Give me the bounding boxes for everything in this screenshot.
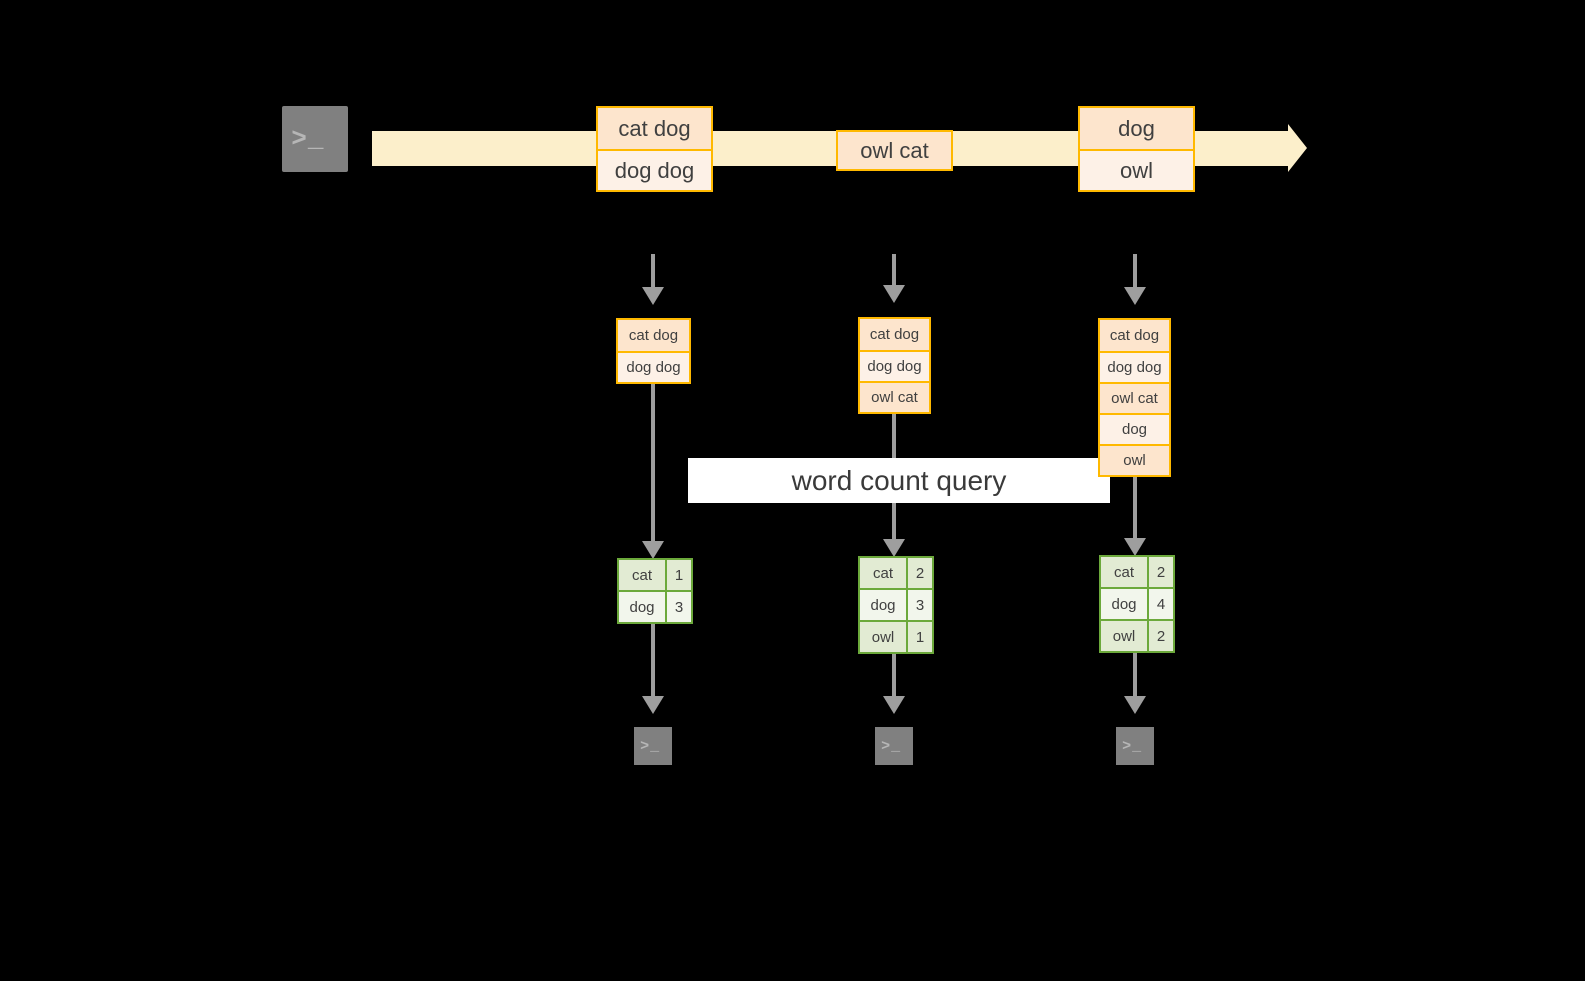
result-count: 2 — [906, 558, 932, 588]
table-row: cat 1 — [619, 560, 691, 590]
stream-to-state-connector-1 — [651, 254, 655, 287]
result-count: 3 — [906, 590, 932, 620]
event-cell: cat dog — [598, 108, 711, 149]
terminal-prompt-glyph: >_ — [1122, 737, 1143, 755]
result-word: dog — [619, 592, 665, 622]
state-row: cat dog — [1100, 320, 1169, 351]
state-row: owl — [1100, 444, 1169, 475]
result-to-sink-arrowhead-1 — [642, 696, 664, 714]
result-count: 4 — [1147, 589, 1173, 619]
stream-to-state-connector-2 — [892, 254, 896, 285]
state-to-result-connector-3 — [1133, 477, 1137, 551]
event-cell: dog dog — [598, 149, 711, 190]
state-to-result-connector-1 — [651, 384, 655, 552]
result-word: dog — [1101, 589, 1147, 619]
result-count: 1 — [665, 560, 691, 590]
result-to-sink-connector-2 — [892, 652, 896, 708]
sink-terminal-icon-3: >_ — [1108, 719, 1162, 773]
result-count: 3 — [665, 592, 691, 622]
terminal-prompt-glyph: >_ — [291, 124, 325, 154]
result-table-2: cat 2 dog 3 owl 1 — [858, 556, 934, 654]
table-row: owl 2 — [1101, 619, 1173, 651]
table-row: owl 1 — [860, 620, 932, 652]
result-word: owl — [1101, 621, 1147, 651]
result-word: cat — [619, 560, 665, 590]
state-table-3: cat dog dog dog owl cat dog owl — [1098, 318, 1171, 477]
state-table-1: cat dog dog dog — [616, 318, 691, 384]
state-row: owl cat — [1100, 382, 1169, 413]
terminal-prompt-glyph: >_ — [881, 737, 902, 755]
sink-terminal-icon-2: >_ — [867, 719, 921, 773]
result-word: dog — [860, 590, 906, 620]
result-count: 2 — [1147, 621, 1173, 651]
table-row: dog 3 — [860, 588, 932, 620]
result-word: cat — [1101, 557, 1147, 587]
state-row: dog dog — [618, 351, 689, 382]
query-label-banner: word count query — [688, 458, 1110, 503]
state-to-result-arrowhead-1 — [642, 541, 664, 559]
result-count: 2 — [1147, 557, 1173, 587]
event-cell: owl cat — [838, 132, 951, 169]
stream-to-state-arrowhead-3 — [1124, 287, 1146, 305]
result-table-1: cat 1 dog 3 — [617, 558, 693, 624]
stream-arrowhead — [1288, 124, 1307, 172]
state-row: dog dog — [1100, 351, 1169, 382]
event-group-1: cat dog dog dog — [596, 106, 713, 192]
state-row: dog dog — [860, 350, 929, 381]
event-group-2: owl cat — [836, 130, 953, 171]
result-to-sink-connector-1 — [651, 622, 655, 706]
result-word: cat — [860, 558, 906, 588]
result-count: 1 — [906, 622, 932, 652]
table-row: dog 4 — [1101, 587, 1173, 619]
event-group-3: dog owl — [1078, 106, 1195, 192]
state-to-result-arrowhead-3 — [1124, 538, 1146, 556]
terminal-prompt-glyph: >_ — [640, 737, 661, 755]
result-to-sink-connector-3 — [1133, 651, 1137, 708]
table-row: dog 3 — [619, 590, 691, 622]
state-row: cat dog — [860, 319, 929, 350]
result-table-3: cat 2 dog 4 owl 2 — [1099, 555, 1175, 653]
sink-terminal-icon-1: >_ — [626, 719, 680, 773]
result-to-sink-arrowhead-3 — [1124, 696, 1146, 714]
stream-to-state-connector-3 — [1133, 254, 1137, 287]
query-label-text: word count query — [791, 464, 1007, 496]
state-row: owl cat — [860, 381, 929, 412]
event-cell: dog — [1080, 108, 1193, 149]
state-to-result-arrowhead-2 — [883, 539, 905, 557]
result-to-sink-arrowhead-2 — [883, 696, 905, 714]
table-row: cat 2 — [1101, 557, 1173, 587]
state-row: cat dog — [618, 320, 689, 351]
result-word: owl — [860, 622, 906, 652]
stream-to-state-arrowhead-1 — [642, 287, 664, 305]
state-row: dog — [1100, 413, 1169, 444]
stream-to-state-arrowhead-2 — [883, 285, 905, 303]
state-table-2: cat dog dog dog owl cat — [858, 317, 931, 414]
event-cell: owl — [1080, 149, 1193, 190]
table-row: cat 2 — [860, 558, 932, 588]
source-terminal-icon: >_ — [272, 96, 358, 182]
